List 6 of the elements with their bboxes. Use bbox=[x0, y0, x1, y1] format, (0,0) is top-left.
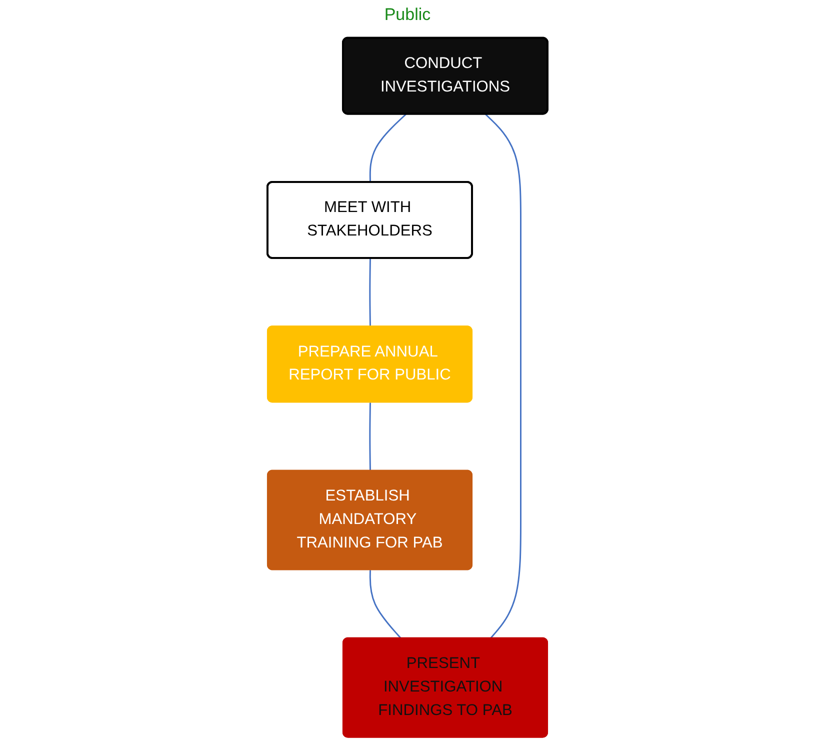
connector bbox=[369, 570, 402, 639]
connector bbox=[369, 114, 406, 182]
connector bbox=[485, 114, 522, 639]
connector bbox=[369, 258, 371, 327]
classification-label: Public bbox=[384, 5, 431, 24]
connector bbox=[369, 402, 371, 471]
